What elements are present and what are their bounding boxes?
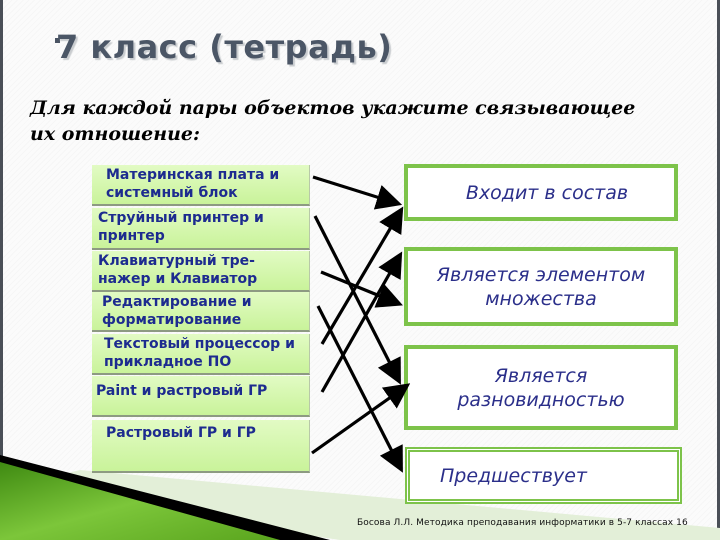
arrow-7-to-3 — [311, 383, 411, 455]
relation-box-2[interactable]: Является элементом множества — [404, 247, 678, 326]
arrow-2-to-3 — [313, 215, 401, 385]
object-pair-4[interactable]: Редактирование и форматирование — [92, 292, 310, 332]
relation-label: Является разновидностью — [457, 364, 625, 411]
arrow-4-to-4 — [316, 305, 403, 473]
object-pair-label: Материнская плата и системный блок — [106, 167, 280, 201]
relation-box-1[interactable]: Входит в состав — [404, 164, 678, 221]
object-pair-label: Растровый ГР и ГР — [106, 425, 256, 441]
object-pair-1[interactable]: Материнская плата и системный блок — [92, 165, 310, 206]
object-pair-7[interactable]: Растровый ГР и ГР — [92, 420, 310, 473]
object-pair-label: Текстовый процессор и прикладное ПО — [104, 336, 295, 370]
relation-label: Предшествует — [440, 464, 587, 487]
relation-label: Входит в состав — [465, 181, 629, 204]
arrow-3-to-2 — [320, 270, 403, 308]
object-pair-5[interactable]: Текстовый процессор и прикладное ПО — [92, 334, 310, 375]
object-pair-6[interactable]: Paint и растровый ГР — [92, 376, 310, 417]
slide-footer: Босова Л.Л. Методика преподавания информ… — [357, 518, 688, 528]
title-bullet-icon — [55, 38, 60, 43]
arrow-1-to-1 — [312, 175, 403, 210]
object-pair-3[interactable]: Клавиатурный тре-нажер и Клавиатор — [92, 251, 310, 292]
slide-frame-left — [0, 0, 3, 540]
object-pair-label: Клавиатурный тре-нажер и Клавиатор — [98, 253, 258, 287]
object-pair-2[interactable]: Струйный принтер и принтер — [92, 208, 310, 250]
slide-frame-right — [717, 0, 720, 540]
object-pair-label: Редактирование и форматирование — [102, 294, 252, 328]
arrow-5-to-1 — [320, 206, 404, 345]
object-pair-label: Paint и растровый ГР — [96, 383, 268, 399]
relation-box-4[interactable]: Предшествует — [405, 447, 682, 504]
slide-title: 7 класс (тетрадь) — [56, 28, 393, 66]
task-instruction: Для каждой пары объектов укажите связыва… — [30, 97, 636, 145]
arrow-6-to-2 — [320, 251, 403, 393]
relation-label: Является элементом множества — [436, 263, 646, 310]
object-pair-label: Струйный принтер и принтер — [98, 210, 264, 244]
